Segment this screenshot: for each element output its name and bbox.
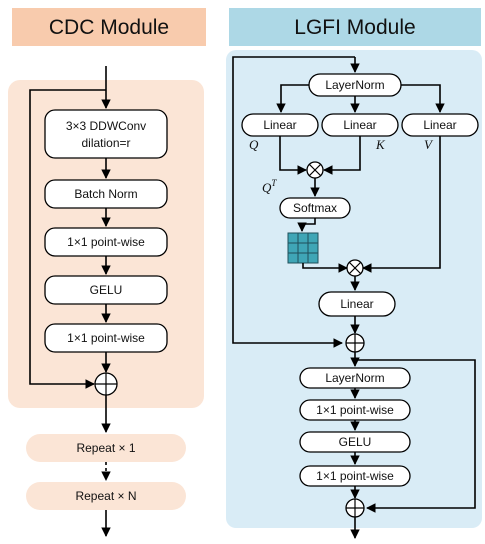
lgfi-pointwise2-block: 1×1 point-wise	[299, 465, 411, 487]
cdc-pointwise2-label: 1×1 point-wise	[67, 331, 145, 345]
lgfi-matrix-to-mul	[302, 263, 348, 273]
cdc-gelu-block: GELU	[44, 275, 168, 305]
lgfi-v-to-mul	[362, 136, 441, 273]
lgfi-header-bar	[229, 8, 481, 46]
lgfi-linear-k-label: Linear	[343, 118, 376, 132]
lgfi-softmax-to-matrix	[297, 218, 316, 232]
cdc-header-bar	[12, 8, 206, 46]
lgfi-softmax-block: Softmax	[279, 197, 351, 219]
lgfi-layernorm2-label: LayerNorm	[325, 371, 384, 385]
lgfi-k-symbol: K	[375, 137, 386, 152]
lgfi-layernorm1-label: LayerNorm	[325, 78, 384, 92]
lgfi-gelu-block: GELU	[299, 431, 411, 453]
lgfi-pointwise1-block: 1×1 point-wise	[299, 399, 411, 421]
lgfi-title: LGFI Module	[294, 16, 415, 39]
lgfi-linear-v-block: Linear	[401, 113, 479, 137]
lgfi-q-to-mul	[279, 136, 307, 175]
lgfi-qt-symbol: QT	[262, 178, 277, 195]
cdc-pointwise1-label: 1×1 point-wise	[67, 235, 145, 249]
attention-matrix-icon	[287, 232, 319, 264]
lgfi-linear-out-block: Linear	[318, 291, 396, 317]
lgfi-linear-q-label: Linear	[263, 118, 296, 132]
cdc-pointwise1-block: 1×1 point-wise	[44, 227, 168, 257]
cdc-repeat-n-label: Repeat × N	[75, 489, 136, 503]
cdc-repeat-1-pill: Repeat × 1	[26, 434, 186, 462]
cdc-title: CDC Module	[49, 16, 169, 39]
lgfi-multiply-node-2-icon	[346, 259, 364, 277]
cdc-dwconv-label-line2: dilation=r	[81, 136, 130, 150]
lgfi-linear-q-block: Linear	[241, 113, 319, 137]
lgfi-layernorm1-block: LayerNorm	[308, 73, 402, 97]
cdc-residual-line	[29, 89, 106, 389]
lgfi-linear-k-block: Linear	[321, 113, 399, 137]
lgfi-qt-base: Q	[262, 180, 272, 195]
cdc-dwconv-label-line1: 3×3 DDWConv	[66, 119, 146, 133]
cdc-dwconv-block: 3×3 DDWConv dilation=r	[44, 109, 168, 159]
lgfi-branch-v	[401, 84, 445, 113]
lgfi-pointwise2-label: 1×1 point-wise	[316, 469, 394, 483]
lgfi-q-symbol: Q	[249, 137, 259, 152]
cdc-batchnorm-label: Batch Norm	[74, 187, 137, 201]
lgfi-pointwise1-label: 1×1 point-wise	[316, 403, 394, 417]
cdc-add-node-icon	[94, 372, 118, 396]
cdc-repeat-n-pill: Repeat × N	[26, 482, 186, 510]
lgfi-qt-superscript: T	[271, 178, 277, 188]
lgfi-linear-v-label: Linear	[423, 118, 456, 132]
lgfi-layernorm2-block: LayerNorm	[299, 367, 411, 389]
lgfi-add-node-2-icon	[345, 498, 365, 518]
lgfi-v-symbol: V	[424, 137, 434, 152]
cdc-gelu-label: GELU	[90, 283, 123, 297]
cdc-batchnorm-block: Batch Norm	[44, 179, 168, 209]
lgfi-linear-out-label: Linear	[340, 297, 373, 311]
lgfi-residual-line-1	[232, 56, 355, 348]
lgfi-residual-line-2	[355, 359, 476, 513]
lgfi-k-to-mul	[323, 136, 361, 175]
lgfi-gelu-label: GELU	[339, 435, 372, 449]
lgfi-multiply-node-1-icon	[306, 161, 324, 179]
lgfi-softmax-label: Softmax	[293, 201, 337, 215]
cdc-pointwise2-block: 1×1 point-wise	[44, 323, 168, 353]
lgfi-branch-q	[276, 84, 309, 113]
lgfi-add-node-1-icon	[345, 333, 365, 353]
cdc-repeat-1-label: Repeat × 1	[76, 441, 135, 455]
